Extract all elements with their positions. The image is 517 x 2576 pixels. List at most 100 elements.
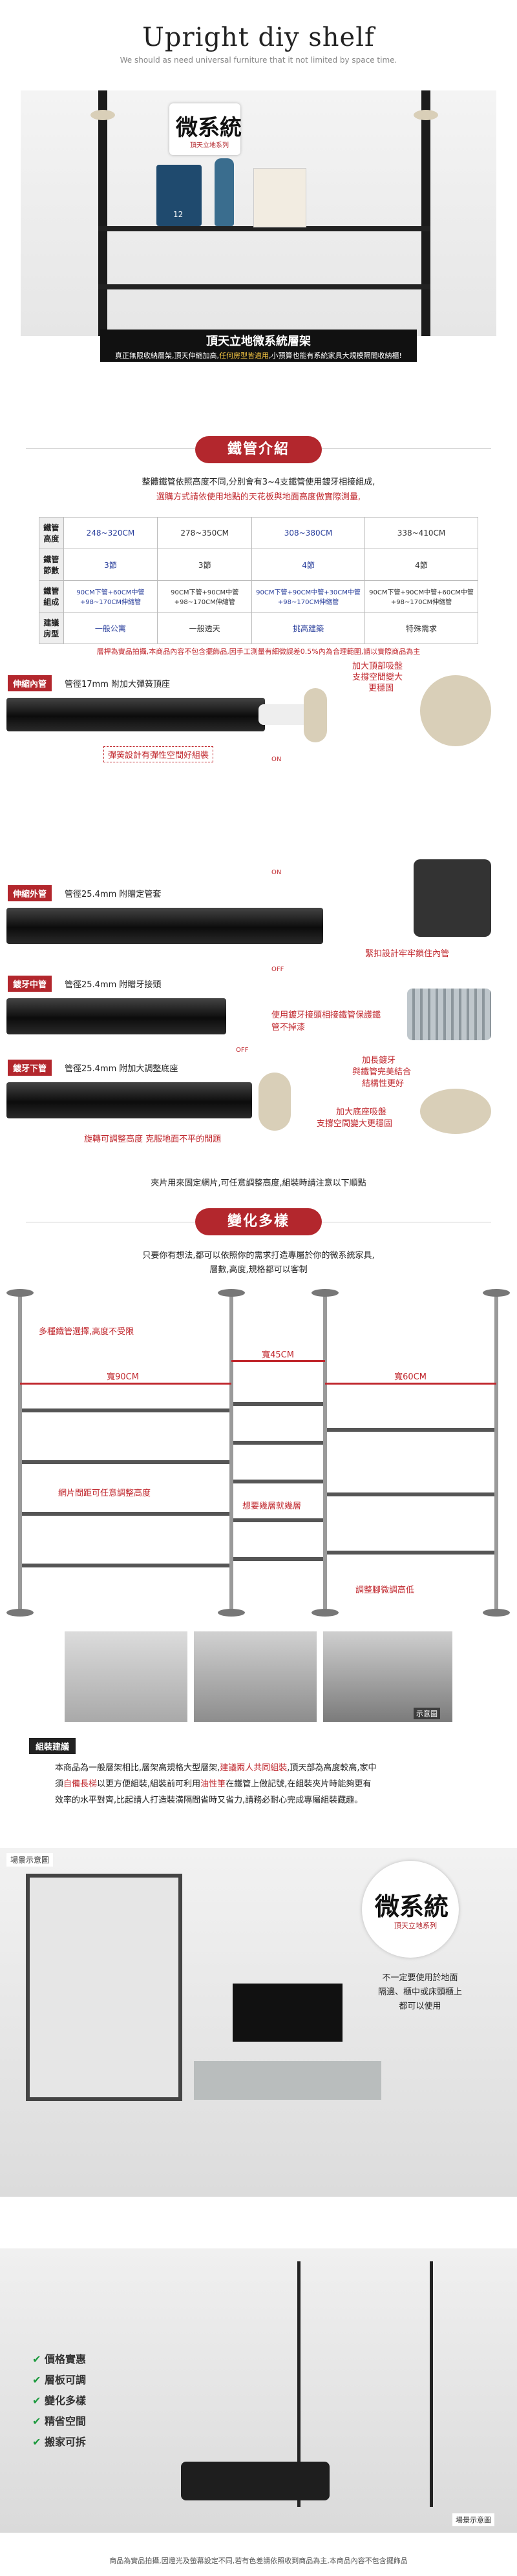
col2-count: 3節 [157,549,253,581]
shelf-b3 [233,1480,323,1483]
cap-4 [483,1289,510,1297]
shelf-b5 [233,1557,323,1561]
part-4-side-bot-b: 支撐空間變大更穩固 [317,1119,393,1129]
section2-desc1: 只要你有想法,都可以依照你的需求打造專屬於你的微系統家具, [142,1251,375,1261]
scene1-logo-circle [362,1861,459,1958]
photo-strip: 示意圖 [65,1631,452,1722]
photo-ladder [65,1631,187,1722]
part-4-callout: 旋轉可調整高度 克服地面不平的問題 [84,1135,222,1144]
col4-room: 特殊需求 [364,612,478,644]
cap-1 [6,1289,34,1297]
cap-2 [218,1289,245,1297]
shelf-a2 [22,1460,229,1464]
right-pole [421,90,430,336]
photo-caption: 示意圖 [414,1708,440,1719]
col4-height: 338~410CM [364,517,478,549]
check-icon: ✔ [32,2394,41,2407]
width-90-bar [20,1383,231,1385]
part-4-side-bot-a: 加大底座吸盤 [336,1107,387,1117]
scene1-photo: 場景示意圖 微系統 頂天立地系列 不一定要使用於地面 隔邊、櫃中或床頭櫃上 都可… [0,1848,517,2197]
col3-room: 挑高建築 [251,612,365,644]
part-2-callout: 緊扣設計牢牢鎖住內管 [364,949,449,959]
part-4-side-mid-c: 結構性更好 [362,1079,405,1089]
part-1-side-a: 加大頂部吸盤 [352,662,403,671]
scene1-logo-sub: 頂天立地系列 [394,1922,437,1930]
part-1-side-b: 支撐空間變大 [352,673,403,682]
col3-count: 4節 [251,549,365,581]
cap-3 [311,1289,339,1297]
shelf-a3 [22,1512,229,1516]
feature-list: ✔ 價格實惠 ✔ 層板可調 ✔ 變化多樣 ✔ 精省空間 ✔ 搬家可拆 [32,2345,86,2454]
part-1-callout: 彈簧設計有彈性空間好組裝 [103,746,214,762]
check-icon: ✔ [32,2353,41,2365]
shelf-diagram: 多種鐵管選擇,高度不受限 寬90CM 寬45CM 寬60CM 網片間距可任意調整… [0,1286,517,1622]
col2-room: 一般透天 [157,612,253,644]
page-subtitle: We should as need universal furniture th… [120,56,397,65]
assembly-line3: 效率的水平對齊,比起請人打造裝潢隔間省時又省力,請務必耐心完成專屬組裝藏趣。 [55,1796,363,1805]
label-clip: 網片間距可任意調整高度 [58,1486,151,1498]
part-1-toggle-on: ON [271,756,282,763]
foot-2 [218,1609,245,1617]
shelf-c1 [327,1428,494,1432]
col4-composition: 90CM下管+90CM中管+60CM中管+98~170CM伸縮管 [364,580,478,613]
logo-text: 微系統 [176,115,242,141]
scene1-logo-text: 微系統 [375,1892,449,1921]
scene1-side1: 不一定要使用於地面 [382,1973,458,1983]
right-top-cap [414,110,438,120]
col3-height: 308~380CM [251,517,365,549]
shelf-a1 [22,1408,229,1412]
left-top-cap [90,110,115,120]
hero-banner-text: 真正無限收納層架,頂天伸縮加高,任何房型皆適用,小預算也能有系統家具大規模隔間收… [115,351,402,360]
part-1-cap-closeup [420,675,491,746]
footer-note: 商品為實品拍攝,因燈光及螢幕設定不同,若有色差請依照收到商品為主,本商品內容不包… [109,2557,408,2565]
width-60-bar [325,1383,496,1385]
col4-count: 4節 [364,549,478,581]
check-icon: ✔ [32,2415,41,2427]
shelf-c2 [327,1492,494,1496]
spec-table: 鐵管高度 248~320CM 278~350CM 308~380CM 338~4… [39,517,478,644]
logo-badge [169,103,240,155]
section1-desc1: 整體鐵管依照高度不同,分別會有3~4支鐵管使用鍍牙相接組成, [142,477,375,487]
pole-1 [18,1295,22,1612]
table-note: 層桿為實品拍攝,本商品內容不包含擺飾品,因手工測量有細微誤差0.5%內為合理範圍… [96,647,421,656]
label-hang: 想要幾層就幾層 [242,1499,302,1511]
width-45-bar [231,1360,325,1362]
part-1: 伸縮內管 管徑17mm 附加大彈簧頂座 彈簧設計有彈性空間好組裝 加大頂部吸盤 … [0,662,517,837]
row-label-room: 建議房型 [39,612,64,644]
features-panel: ✔ 價格實惠 ✔ 層板可調 ✔ 變化多樣 ✔ 精省空間 ✔ 搬家可拆 場景示意圖 [0,2248,517,2533]
part-2-tag: 伸縮外管 [8,885,52,901]
part-1-side-c: 更穩固 [368,684,394,693]
section1-pill: 鐵管介紹 [195,436,322,463]
scene1-side3: 都可以使用 [399,2002,441,2011]
width-45: 寬45CM [252,1348,304,1360]
scene1-label: 場景示意圖 [6,1853,54,1867]
feature-5: ✔ 搬家可拆 [32,2436,86,2448]
part-3-spec: 管徑25.4mm 附贈牙接頭 [65,980,162,990]
foot-3 [311,1609,339,1617]
check-icon: ✔ [32,2374,41,2386]
shelf-b1 [233,1402,323,1406]
foot-4 [483,1609,510,1617]
shelf-a4 [22,1564,229,1567]
part-2-tube [6,908,323,944]
part-3: 鍍牙中管 管徑25.4mm 附贈牙接頭 使用鍍牙接頭相接鐵管保護鐵管不掉漆 OF… [0,976,517,1060]
tv [233,1984,343,2042]
shelf-b4 [233,1518,323,1522]
part-3-connectors [407,989,491,1040]
scene2-shelf [297,2261,433,2507]
parts-footer: 夾片用來固定網片,可任意調整高度,組裝時請注意以下順點 [151,1178,366,1188]
col2-composition: 90CM下管+90CM中管+98~170CM伸縮管 [157,580,253,613]
part-3-tag: 鍍牙中管 [8,976,52,992]
wine-box-label: 12 [173,210,184,219]
tv-cabinet [194,2061,381,2100]
scene1-side2: 隔邊、櫃中或床頭櫃上 [377,1987,462,1997]
pole-3 [323,1295,327,1612]
width-60: 寬60CM [385,1370,436,1382]
sake-box [253,168,306,227]
bottle [215,158,234,226]
page-title: Upright diy shelf [142,23,375,52]
part-2: 伸縮外管 管徑25.4mm 附贈定管套 緊扣設計牢牢鎖住內管 ON OFF [0,859,517,1014]
part-1-top-cap [304,688,327,742]
feature-1: ✔ 價格實惠 [32,2353,86,2365]
part-4-base-closeup [420,1089,491,1134]
